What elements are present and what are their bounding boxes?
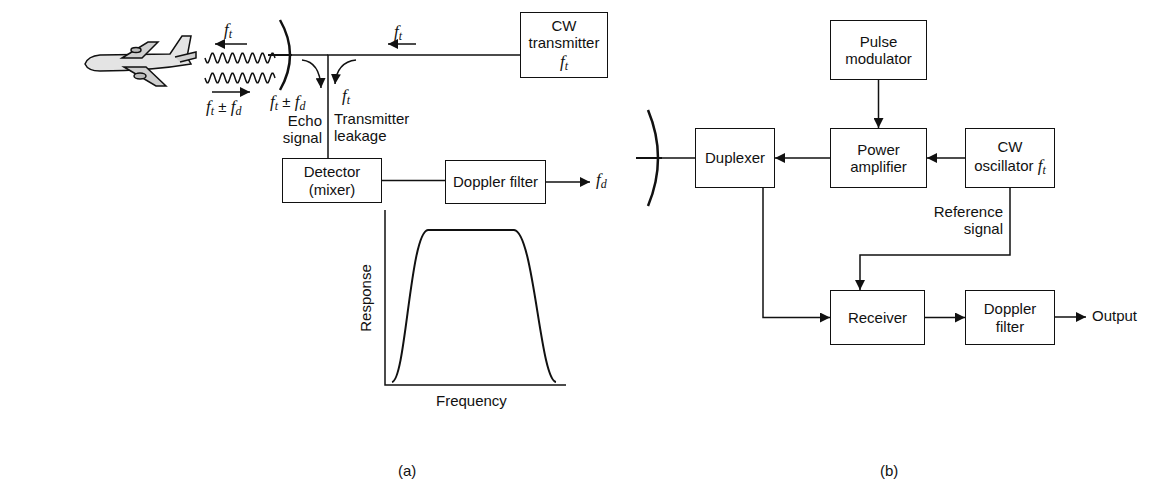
axis-label: Response — [357, 264, 374, 332]
signal-direction-arrow — [388, 43, 416, 45]
airplane-engine — [131, 48, 141, 53]
signal-label: fd — [596, 170, 607, 192]
airplane-fuselage — [85, 36, 191, 71]
frequency-symbol: f — [342, 86, 347, 105]
signal-label: Frequency — [436, 392, 507, 409]
echo-arrow — [302, 60, 321, 88]
graph-axes — [385, 210, 566, 385]
airplane-tailplane — [175, 52, 196, 62]
frequency-subscript: d — [235, 104, 241, 118]
frequency-symbol: f — [596, 170, 601, 189]
signal-label: Transmitter leakage — [334, 110, 434, 145]
filter-response-curve — [392, 230, 556, 382]
box-label: Doppler filter — [972, 300, 1048, 335]
process-box: Receiver — [830, 290, 925, 345]
feed-line — [292, 54, 328, 56]
frequency-subscript: d — [601, 177, 607, 191]
antenna-feed — [636, 157, 662, 159]
frequency-subscript: t — [275, 99, 278, 113]
box-label: CW oscillator ft — [972, 138, 1048, 177]
signal-label: (a) — [398, 462, 416, 479]
frequency-subscript: t — [211, 104, 214, 118]
signal-connector — [328, 55, 520, 158]
box-label: Doppler filter — [453, 173, 538, 190]
radar-wave — [205, 73, 275, 83]
frequency-symbol: f — [295, 92, 300, 111]
radar-wave — [205, 53, 275, 63]
frequency-subscript: t — [1042, 163, 1045, 177]
process-box: CW oscillator ft — [965, 128, 1055, 188]
feed-line — [662, 157, 695, 159]
signal-connector — [927, 157, 965, 159]
frequency-subscript: t — [229, 27, 232, 41]
signal-connector — [925, 317, 965, 319]
signal-label: (b) — [880, 462, 898, 479]
process-box: Power amplifier — [830, 128, 927, 188]
output-arrow — [546, 181, 590, 183]
frequency-symbol: f — [231, 97, 236, 116]
airplane-wing — [124, 67, 166, 86]
frequency-subscript: t — [565, 59, 568, 73]
edge-label: Reference signal — [913, 203, 1003, 238]
process-box: Pulse modulator — [830, 20, 927, 80]
leakage-arrow — [335, 60, 356, 84]
frequency-subscript: d — [299, 99, 305, 113]
signal-label: ft ± fd — [270, 92, 305, 114]
box-label: Power amplifier — [837, 141, 920, 176]
signal-label: ft — [342, 86, 350, 108]
process-box: Doppler filter — [445, 160, 546, 204]
frequency-symbol: f — [206, 97, 211, 116]
signal-label: Output — [1092, 307, 1137, 324]
frequency-symbol: f — [560, 52, 565, 71]
process-box: Doppler filter — [965, 290, 1055, 345]
signal-connector — [382, 180, 445, 182]
frequency-symbol: f — [270, 92, 275, 111]
box-label: Duplexer — [705, 149, 765, 166]
airplane-engine — [134, 73, 146, 79]
box-label: Pulse modulator — [837, 33, 920, 68]
process-box: Detector (mixer) — [282, 158, 382, 203]
frequency-symbol: f — [394, 22, 399, 41]
process-box: Duplexer — [695, 128, 775, 188]
box-label: Receiver — [848, 309, 907, 326]
wave-direction-arrow — [215, 43, 247, 45]
frequency-symbol: f — [1038, 156, 1043, 175]
frequency-subscript: t — [347, 93, 350, 107]
signal-label: ft ± fd — [206, 97, 241, 119]
signal-label: ft — [224, 20, 232, 42]
signal-connector — [775, 157, 830, 159]
signal-connector — [878, 80, 880, 128]
output-arrow — [1053, 316, 1086, 318]
wave-direction-arrow — [212, 91, 250, 93]
frequency-symbol: f — [224, 20, 229, 39]
signal-connector — [860, 188, 1010, 290]
process-box: CW transmitter ft — [520, 12, 608, 78]
airplane-wing — [122, 42, 158, 58]
frequency-subscript: t — [399, 29, 402, 43]
box-label: Detector (mixer) — [289, 163, 375, 198]
box-label: CW transmitter ft — [527, 17, 601, 73]
signal-connector — [763, 188, 830, 318]
signal-label: ft — [394, 22, 402, 44]
signal-label: Echo signal — [262, 112, 322, 147]
